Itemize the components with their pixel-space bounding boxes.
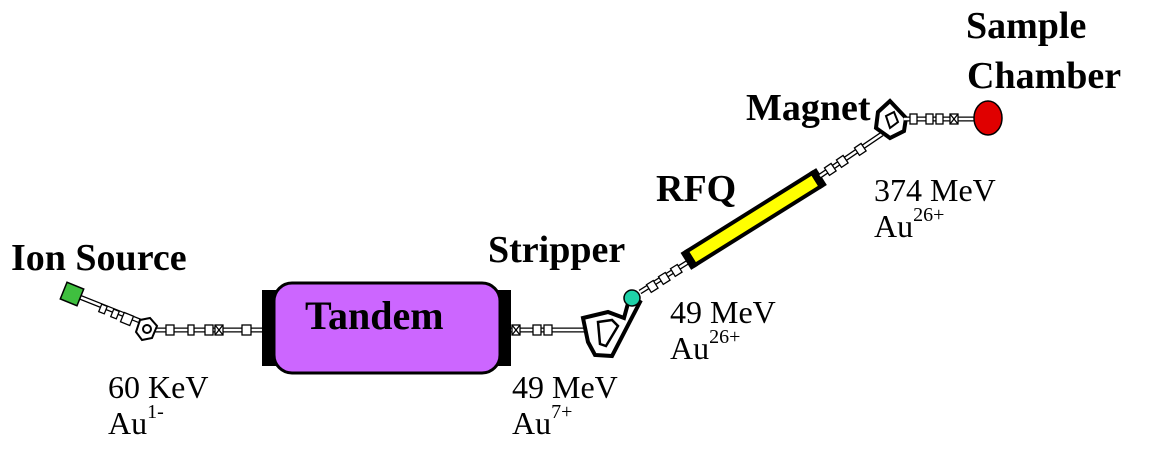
beam-ion: Au26+ xyxy=(874,204,945,244)
beam-energy: 60 KeV xyxy=(108,369,209,405)
beam-ion: Au1- xyxy=(108,401,164,441)
rfq-label: RFQ xyxy=(656,168,737,210)
beam-state-stripper-exit: 49 MeV Au26+ xyxy=(670,294,776,366)
ion-source-block xyxy=(59,281,85,307)
ion-source-bend xyxy=(134,316,159,342)
beamline-entry xyxy=(71,291,268,336)
stripper-label: Stripper xyxy=(488,229,626,271)
magnet-label: Magnet xyxy=(746,87,871,129)
analyzing-magnet xyxy=(873,98,909,141)
tandem-label: Tandem xyxy=(305,293,444,338)
beam-energy: 49 MeV xyxy=(670,294,776,330)
beam-state-ion-source: 60 KeV Au1- xyxy=(108,369,208,441)
beam-energy: 374 MeV xyxy=(874,172,996,208)
beam-state-tandem-exit: 49 MeV Au7+ xyxy=(512,369,618,441)
sample-chamber xyxy=(973,100,1003,136)
beamline-rfq-exit xyxy=(818,131,884,179)
beam-ion: Au7+ xyxy=(512,401,573,441)
beam-state-final: 374 MeV Au26+ xyxy=(874,172,996,244)
sample-label-line2: Chamber xyxy=(967,55,1122,97)
rfq-accelerator xyxy=(680,168,827,270)
beamline-middle xyxy=(511,324,590,336)
stripper-magnet xyxy=(580,292,643,359)
stripper-foil xyxy=(623,289,641,307)
beamline-rfq-entry xyxy=(638,259,690,295)
sample-label-line1: Sample xyxy=(966,5,1087,47)
beam-energy: 49 MeV xyxy=(512,369,618,405)
ion-source-label: Ion Source xyxy=(11,237,187,279)
tandem-accelerator xyxy=(262,281,511,375)
beam-ion: Au26+ xyxy=(670,326,741,366)
beamline-exit xyxy=(904,113,978,125)
